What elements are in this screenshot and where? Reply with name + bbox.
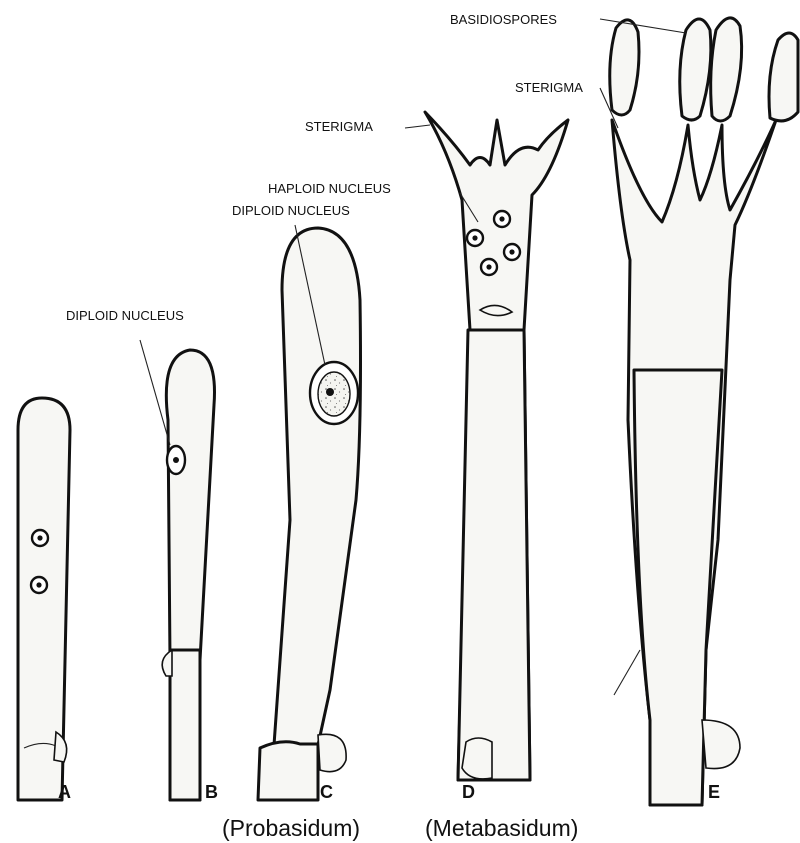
stage-c-basidium: C (258, 228, 361, 802)
nucleus-a2 (31, 577, 47, 593)
label-haploid-nucleus: HAPLOID NUCLEUS (268, 181, 391, 196)
leader-lines (140, 19, 686, 445)
stage-letter-c: C (320, 782, 333, 802)
haploid-nucleus-4 (481, 259, 497, 275)
stage-letter-a: A (58, 782, 71, 802)
basidiospore-1 (610, 20, 639, 115)
haploid-nucleus-3 (504, 244, 520, 260)
stage-b-basidium: B (162, 350, 218, 802)
label-sterigma-d: STERIGMA (305, 119, 373, 134)
stage-a-basidium: A (18, 398, 71, 802)
basidiospore-2 (680, 19, 711, 120)
label-basidiospores: BASIDIOSPORES (450, 12, 557, 27)
stage-e-basidium: E (610, 18, 798, 805)
haploid-nucleus-1 (467, 230, 483, 246)
caption-probasidium: (Probasidum) (222, 815, 360, 841)
stage-d-basidium: D (425, 112, 568, 802)
stage-letter-b: B (205, 782, 218, 802)
basidiospore-4 (769, 33, 798, 121)
label-diploid-nucleus-c: DIPLOID NUCLEUS (232, 203, 350, 218)
diploid-nucleus-c (310, 362, 358, 424)
haploid-nucleus-2 (494, 211, 510, 227)
basidiospore-3 (711, 18, 742, 121)
stage-letter-d: D (462, 782, 475, 802)
nucleus-a1 (32, 530, 48, 546)
label-sterigma-e: STERIGMA (515, 80, 583, 95)
label-diploid-nucleus-b: DIPLOID NUCLEUS (66, 308, 184, 323)
diploid-nucleus-b (167, 446, 185, 474)
captions: (Probasidum) (Metabasidum) (222, 815, 578, 841)
stage-letter-e: E (708, 782, 720, 802)
caption-metabasidium: (Metabasidum) (425, 815, 578, 841)
